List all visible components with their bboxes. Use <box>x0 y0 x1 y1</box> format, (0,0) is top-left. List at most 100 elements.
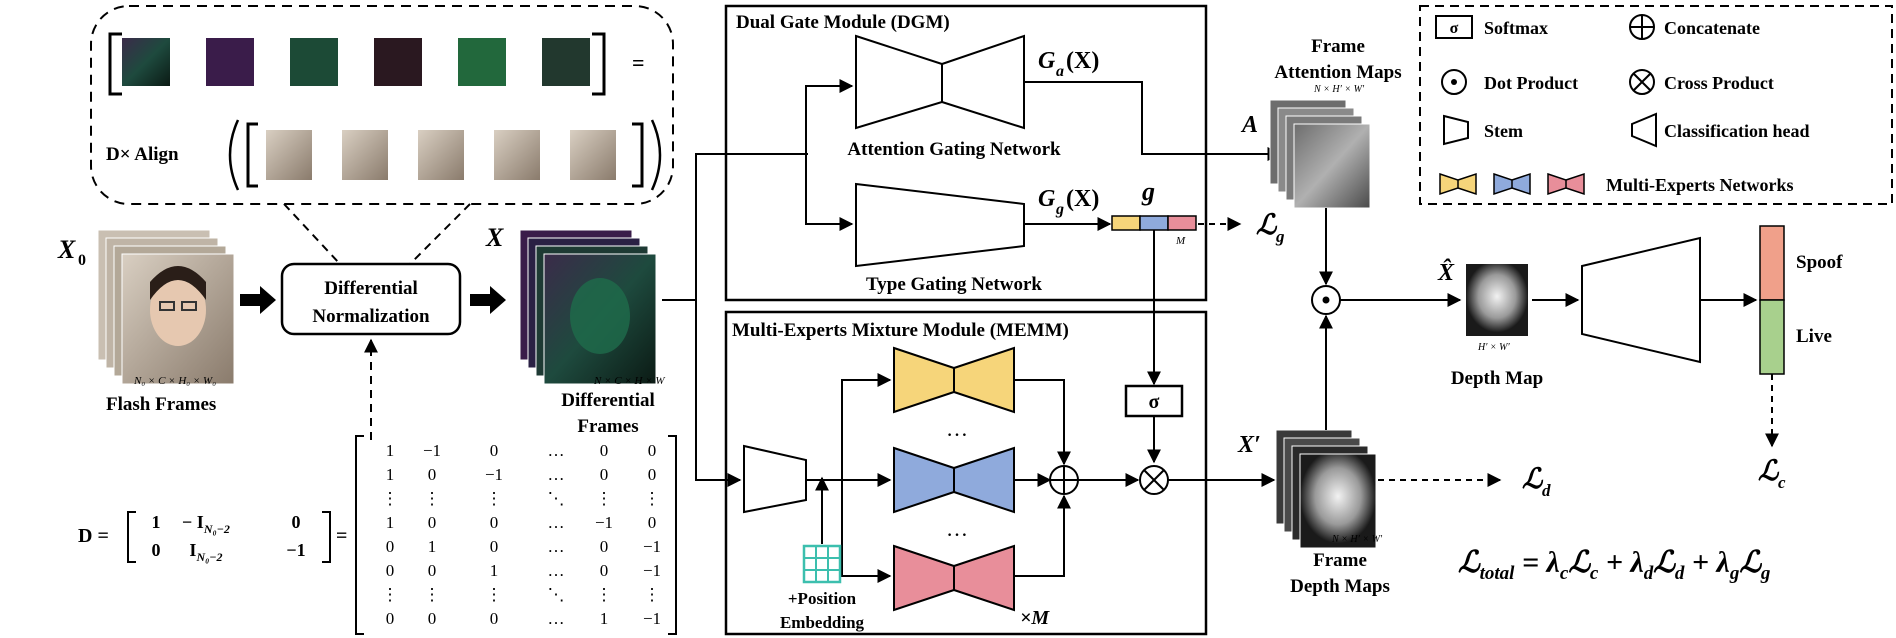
d-big-cell: ⋱ <box>548 489 565 508</box>
gg-arg: (X) <box>1066 186 1099 212</box>
d-big-cell: 0 <box>386 537 395 556</box>
spoof-bar <box>1759 225 1785 301</box>
d-big-cell: … <box>548 513 565 532</box>
thick-arrow-2 <box>470 286 506 314</box>
softmax-sigma: σ <box>1149 391 1160 413</box>
memm-box <box>724 310 1208 636</box>
d-big-cell: 0 <box>428 513 437 532</box>
x0-subscript: 0 <box>78 252 86 269</box>
d-big-cell: 0 <box>648 513 657 532</box>
legend-softmax: σ Softmax <box>1435 15 1548 39</box>
depth-caption2: Depth Maps <box>1290 576 1390 597</box>
total-loss-text: ℒtotal = λcℒc + λdℒd + λgℒg <box>1458 546 1770 584</box>
dgm-title: Dual Gate Module (DGM) <box>736 12 950 33</box>
d-big-cell: ⋮ <box>596 585 613 604</box>
attn-net-label: Attention Gating Network <box>847 139 1061 160</box>
d-big-cell: 0 <box>648 441 657 460</box>
loss-d-sub: d <box>1542 481 1551 500</box>
thick-arrow-1 <box>240 286 276 314</box>
legend-experts: Multi-Experts Networks <box>1439 172 1793 196</box>
ga-arg: (X) <box>1066 48 1099 74</box>
svg-text:σ: σ <box>1450 20 1459 37</box>
cross-product-op <box>1139 465 1169 495</box>
d-big-cell: 0 <box>386 561 395 580</box>
legend-box <box>1419 5 1893 205</box>
gate-vector <box>1111 215 1197 231</box>
d-big-cell: ⋮ <box>644 489 661 508</box>
d-big-cell: 0 <box>600 465 609 484</box>
classification-head[interactable] <box>1581 236 1701 364</box>
align-bracket-left <box>108 32 122 96</box>
softmax-box[interactable] <box>1124 384 1184 418</box>
align-paren-left <box>228 119 240 191</box>
attention-gating-network[interactable] <box>855 34 1025 130</box>
d-big-cell: −1 <box>595 513 613 532</box>
loss-c: ℒ <box>1758 456 1780 487</box>
d-big-cell: 1 <box>490 561 499 580</box>
d-big-cell: −1 <box>643 609 661 628</box>
d-big-cell: … <box>548 465 565 484</box>
d-big-cell: 0 <box>600 561 609 580</box>
memm-dots-2: … <box>946 516 968 541</box>
legend-softmax-label: Softmax <box>1484 18 1548 38</box>
d-big-cell: 0 <box>490 441 499 460</box>
xprime-label: X′ <box>1237 432 1261 458</box>
attn-dims: N × H′ × W′ <box>1313 84 1365 95</box>
diff-norm-line1: Differential <box>324 278 418 299</box>
ga-label: G <box>1038 48 1056 74</box>
align-bracket-right <box>592 32 606 96</box>
legend-concat: Concatenate <box>1629 14 1760 40</box>
svg-text:Concatenate: Concatenate <box>1664 18 1760 38</box>
d-small-cell: 1 <box>152 512 161 532</box>
times-m: ×M <box>1020 607 1050 629</box>
legend-stem: Stem <box>1443 114 1523 146</box>
memm-dots-1: … <box>946 416 968 441</box>
gg-sub: g <box>1055 201 1064 218</box>
expert-yellow[interactable] <box>893 346 1015 414</box>
d-big-cell: ⋮ <box>424 489 441 508</box>
type-gating-network[interactable] <box>855 182 1025 268</box>
loss-c-sub: c <box>1778 473 1786 492</box>
d-big-cell: ⋮ <box>382 489 399 508</box>
align-bracket2-left <box>246 122 258 188</box>
d-small-cell: − IN₀−2 <box>182 512 230 536</box>
diff-norm-box[interactable] <box>280 262 462 336</box>
depth-maps-stack <box>1275 429 1377 549</box>
diff-norm-line2: Normalization <box>312 306 430 327</box>
d-big-cell: 0 <box>428 561 437 580</box>
flash-frames-stack <box>97 229 235 385</box>
d-big-cell: … <box>548 441 565 460</box>
flash-dims: N₀ × C × H₀ × W₀ <box>133 375 216 387</box>
svg-text:Multi-Experts Networks: Multi-Experts Networks <box>1606 175 1793 195</box>
d-big-cell: ⋮ <box>486 489 503 508</box>
diff-caption2: Frames <box>577 416 638 437</box>
d-big-cell: 0 <box>648 465 657 484</box>
align-equals: = <box>632 50 645 75</box>
x0-label: X <box>57 235 76 264</box>
position-embedding-icon <box>802 544 842 584</box>
legend-cross: Cross Product <box>1629 69 1774 95</box>
gg-label: G <box>1038 186 1056 212</box>
diff-thumbnails <box>122 38 590 86</box>
svg-text:Dot Product: Dot Product <box>1484 73 1578 93</box>
diff-frames-stack <box>519 229 657 385</box>
legend-dot: Dot Product <box>1441 69 1578 95</box>
d-small-cell: 0 <box>152 540 161 560</box>
pos-emb-1: +Position <box>788 589 857 608</box>
svg-text:Stem: Stem <box>1484 121 1523 141</box>
d-big-cell: 0 <box>428 465 437 484</box>
legend-cls: Classification head <box>1631 112 1810 148</box>
stem-block[interactable] <box>743 444 807 514</box>
d-big-cell: 1 <box>428 537 437 556</box>
expert-pink[interactable] <box>893 544 1015 612</box>
depth-dims: N × H′ × W′ <box>1331 534 1383 545</box>
xhat-label: X̂ <box>1437 259 1455 286</box>
d-big-cell: 0 <box>490 513 499 532</box>
d-big-cell: 0 <box>490 537 499 556</box>
aligned-face-thumbnails <box>266 130 616 180</box>
d-eq: = <box>336 525 347 547</box>
expert-blue[interactable] <box>893 446 1015 514</box>
x-label: X <box>485 223 504 252</box>
diff-dims: N × C × H × W <box>593 375 665 387</box>
d-big-cell: 1 <box>386 441 395 460</box>
